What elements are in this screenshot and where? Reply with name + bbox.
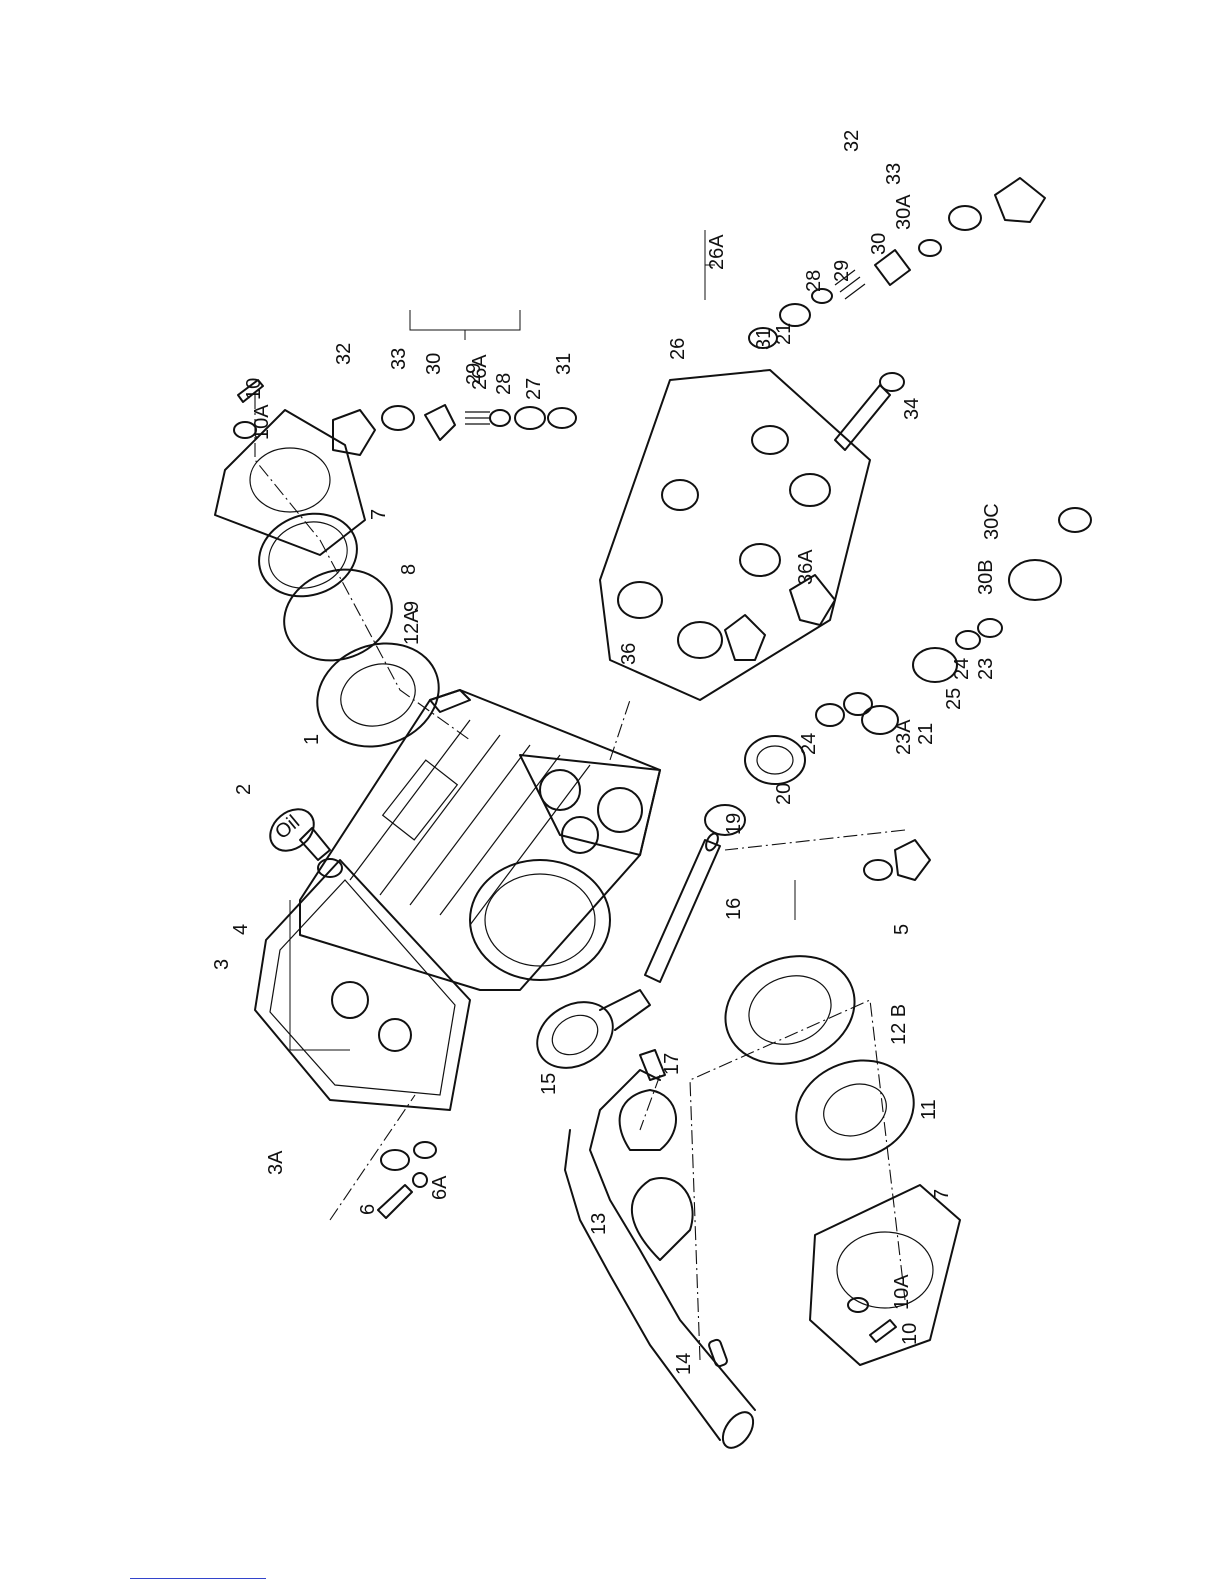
bolt-6: [378, 1173, 427, 1218]
oring-30c: [1059, 508, 1091, 532]
callout-24b: 24: [951, 658, 973, 680]
callout-21-top: 21: [773, 323, 795, 345]
screw-10-bottom: [848, 1298, 896, 1342]
callout-7-top: 7: [368, 509, 390, 520]
callout-6a: 6A: [429, 1175, 451, 1200]
callout-5: 5: [891, 924, 913, 935]
callout-30-left: 30: [423, 353, 445, 375]
retainer-20: [745, 736, 805, 784]
callout-30c: 30C: [981, 503, 1003, 540]
valve-stack-left: [333, 405, 576, 455]
rear-cover: [255, 860, 470, 1110]
callout-33-left: 33: [388, 348, 410, 370]
callout-12a: 12A: [401, 609, 423, 645]
callout-25: 25: [943, 688, 965, 710]
rings-23a-24: [816, 693, 872, 726]
callout-13: 13: [588, 1213, 610, 1235]
seal-8: [247, 500, 368, 609]
bearing-12a: [303, 627, 454, 763]
callout-16: 16: [723, 898, 745, 920]
callout-29-left: 29: [463, 363, 485, 385]
callout-30a: 30A: [893, 194, 915, 230]
callout-11: 11: [918, 1099, 940, 1120]
footer-rule: [130, 1578, 266, 1579]
callout-32-right: 32: [841, 130, 863, 152]
callout-28-right: 28: [803, 270, 825, 292]
callout-31-right: 31: [753, 328, 775, 350]
callout-6: 6: [357, 1204, 379, 1215]
crankcase-housing: [300, 690, 660, 990]
callout-26: 26: [667, 338, 689, 360]
callout-4: 4: [230, 924, 252, 935]
callout-23: 23: [975, 658, 997, 680]
callout-10a-top: 10A: [251, 404, 273, 440]
callout-23a: 23A: [893, 719, 915, 755]
callout-30b: 30B: [975, 559, 997, 595]
callout-2: 2: [233, 784, 255, 795]
brackets-26a: [410, 230, 715, 340]
oil-cap-text: Oil: [271, 811, 304, 844]
callout-3: 3: [211, 959, 233, 970]
callout-labels: 1 2 3 3A 4 5 6 6A 7 7 8 9 10 10 10A 10A …: [211, 130, 1003, 1375]
conrod-15: [525, 989, 650, 1081]
manifold-head: [600, 370, 870, 700]
drain-plug-5: [864, 840, 930, 880]
callout-10a-bottom: 10A: [891, 1274, 913, 1310]
callout-30-right: 30: [868, 233, 890, 255]
oil-cap: Oil: [262, 801, 342, 877]
callout-1: 1: [301, 734, 323, 745]
callout-14: 14: [673, 1353, 695, 1375]
callout-21-center: 21: [915, 723, 937, 745]
key-14: [708, 1339, 728, 1368]
callout-3a: 3A: [265, 1150, 287, 1175]
plug-3a: [381, 1142, 436, 1170]
callout-29-right: 29: [831, 260, 853, 282]
rings-23-24: [956, 619, 1002, 649]
plug-36: [725, 615, 765, 660]
callout-33-right: 33: [883, 163, 905, 185]
seal-11: [782, 1044, 928, 1175]
callout-8: 8: [398, 564, 420, 575]
callout-20: 20: [773, 783, 795, 805]
callout-34: 34: [901, 398, 923, 420]
callout-31-left: 31: [553, 353, 575, 375]
sleeve-30b: [1009, 560, 1061, 600]
callout-17: 17: [661, 1053, 683, 1075]
callout-10-bottom: 10: [899, 1323, 921, 1345]
callout-28-left: 28: [493, 373, 515, 395]
plunger-16: [645, 832, 720, 982]
flange-7-bottom: [810, 1185, 960, 1365]
callout-32-left: 32: [333, 343, 355, 365]
callout-15: 15: [538, 1073, 560, 1095]
callout-36: 36: [618, 643, 640, 665]
flange-7-top: [215, 410, 365, 555]
bearing-12b: [710, 939, 870, 1082]
camshaft: [565, 1070, 759, 1453]
callout-36a: 36A: [795, 549, 817, 585]
callout-27: 27: [523, 378, 545, 400]
callout-12b: 12 B: [888, 1004, 910, 1045]
callout-19: 19: [723, 813, 745, 835]
callout-24a: 24: [798, 733, 820, 755]
callout-7-bottom: 7: [931, 1189, 953, 1200]
callout-10-top: 10: [243, 378, 265, 400]
